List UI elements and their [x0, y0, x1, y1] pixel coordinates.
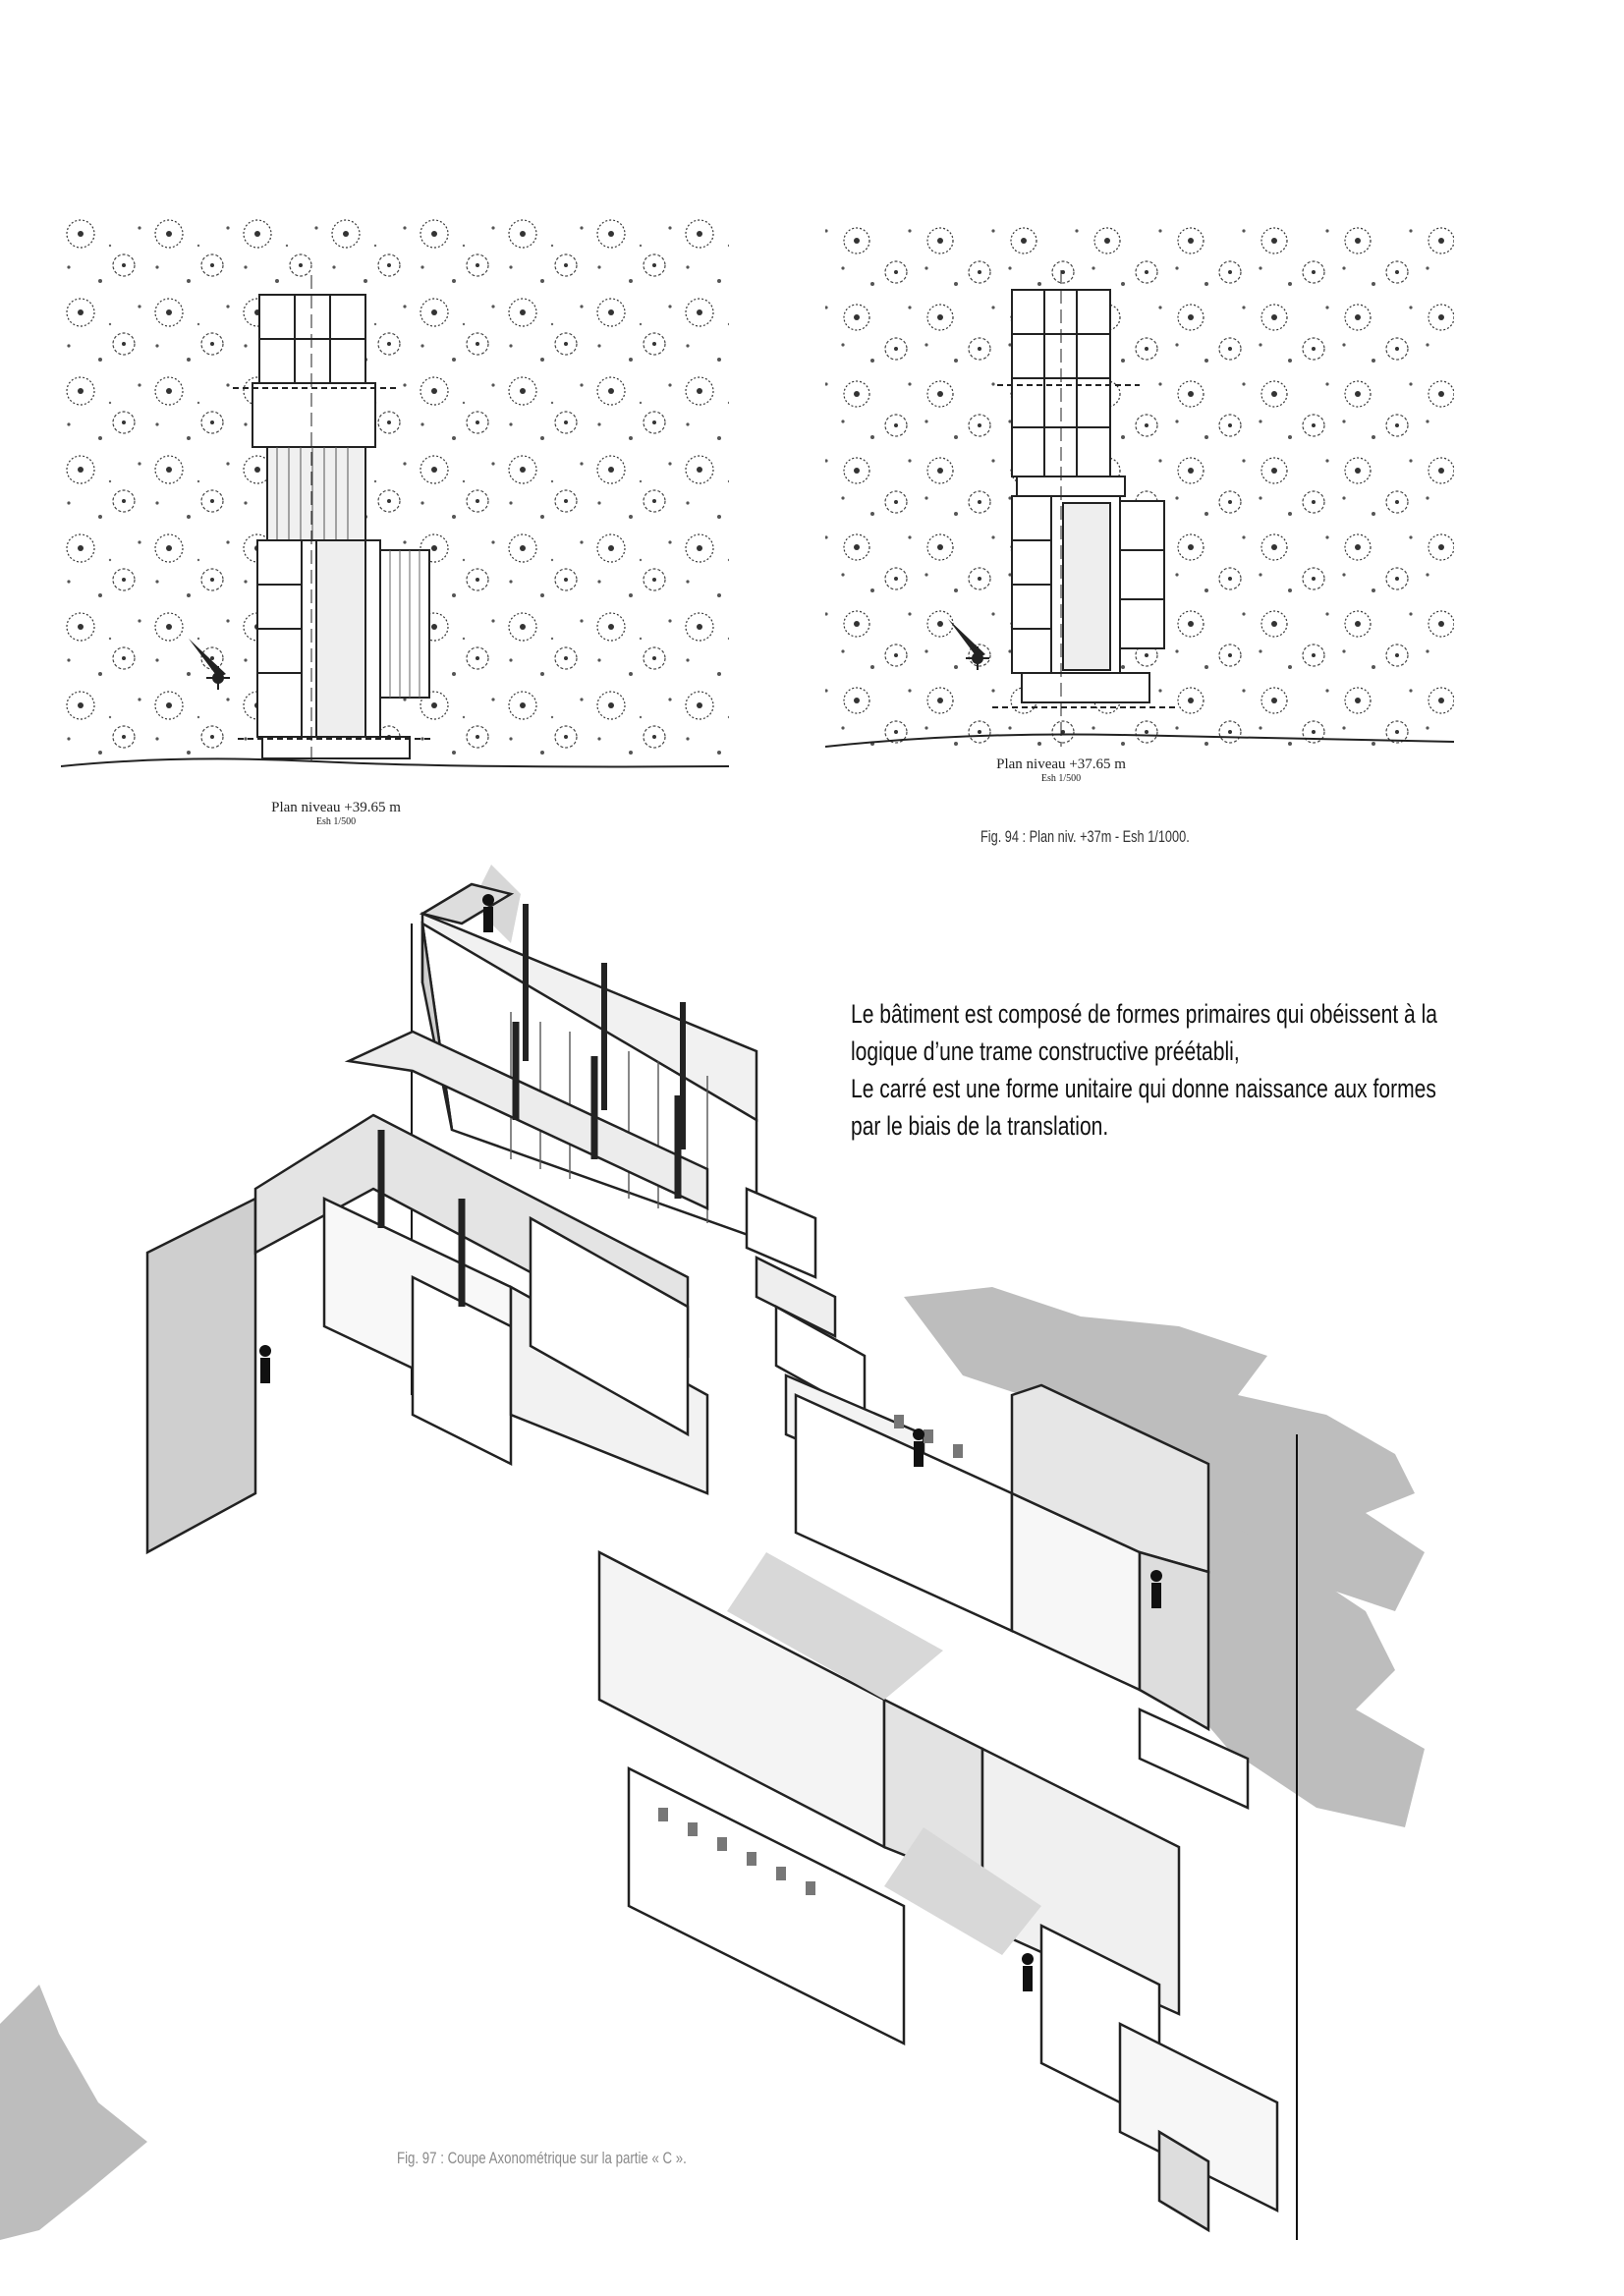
- fig-94-caption: Fig. 94 : Plan niv. +37m - Esh 1/1000.: [980, 827, 1190, 846]
- plan-left-scale: Esh 1/500: [315, 816, 357, 827]
- paragraph-line-1: Le bâtiment est composé de formes primai…: [851, 999, 1438, 1029]
- north-arrow-icon: [189, 639, 230, 690]
- site-plan-right: Plan niveau +37.65 m Esh 1/500: [825, 216, 1454, 796]
- north-arrow-icon: [948, 619, 989, 670]
- site-plan-right-drawing: [825, 216, 1454, 748]
- paragraph-line-4: par le biais de la translation.: [851, 1111, 1109, 1141]
- fig-97-caption: Fig. 97 : Coupe Axonométrique sur la par…: [397, 2149, 687, 2167]
- paragraph-line-2: logique d’une trame constructive préétab…: [851, 1036, 1240, 1066]
- site-plan-left: Plan niveau +39.65 m Esh 1/500: [61, 216, 729, 827]
- paragraph-line-3: Le carré est une forme unitaire qui donn…: [851, 1074, 1436, 1103]
- human-scale-figures: [259, 894, 1162, 1991]
- site-plan-left-drawing: [61, 216, 729, 768]
- plan-right-scale: Esh 1/500: [1040, 773, 1082, 784]
- plan-right-label: Plan niveau +37.65 m: [996, 756, 1126, 772]
- description-paragraph: Le bâtiment est composé de formes primai…: [851, 995, 1472, 1145]
- axonometric-section-drawing: [0, 865, 1425, 2240]
- plan-left-label: Plan niveau +39.65 m: [271, 800, 401, 815]
